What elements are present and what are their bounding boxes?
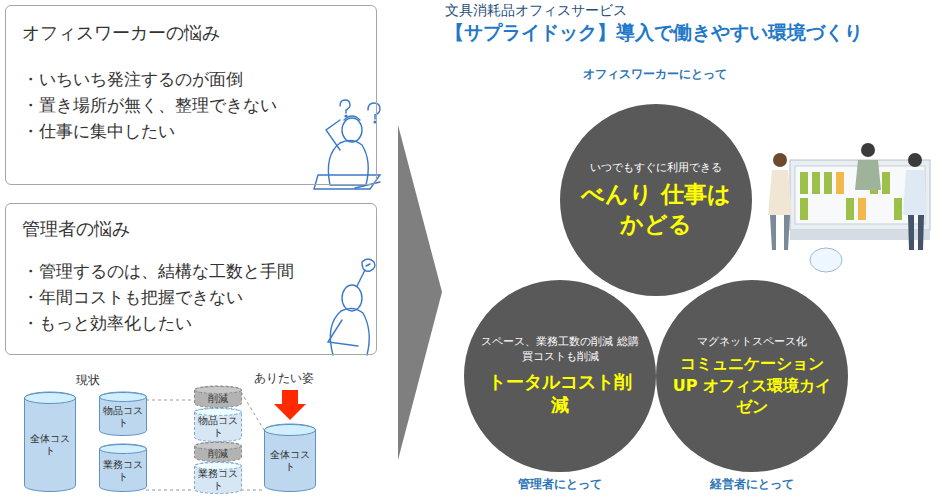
text-holder: 削減 bbox=[196, 393, 240, 405]
manager-figure bbox=[328, 259, 375, 355]
text-holder: いつでもすぐに利用できるべんり 仕事はかどる bbox=[581, 161, 731, 240]
text-holder: 削減 bbox=[196, 448, 240, 460]
cylinder-top bbox=[265, 425, 316, 436]
cost-cylinder: 物品コスト bbox=[99, 392, 147, 436]
flow-chevron bbox=[398, 125, 442, 460]
cylinder-body bbox=[195, 408, 242, 441]
cylinder-top bbox=[100, 445, 147, 454]
cylinder-label: 物品コスト bbox=[196, 415, 240, 439]
text-holder: 全体コスト bbox=[266, 449, 314, 473]
benefit-circle: スペース、業務工数の削減 総購買コストも削減トータルコスト削減 bbox=[464, 280, 656, 472]
cylinder-label: 物品コスト bbox=[101, 405, 145, 429]
diagram-title: 【サプライドック】導入で働きやすい環境づくり bbox=[445, 20, 863, 46]
state-label: 現状 bbox=[76, 372, 100, 389]
benefit-circle: マグネットスペース化コミュニケーションUP オフィス環境カイゼン bbox=[656, 280, 848, 472]
text-holder: マグネットスペース化コミュニケーションUP オフィス環境カイゼン bbox=[668, 335, 836, 418]
concern-box: 管理者の悩み・管理するのは、結構な工数と手間・年間コストも把握できない・もっと効… bbox=[5, 203, 377, 355]
cylinder-top bbox=[195, 409, 242, 416]
audience-label: 管理者にとって bbox=[518, 476, 602, 493]
cylinder-top bbox=[100, 393, 147, 402]
cost-cylinder: 全体コスト bbox=[264, 424, 316, 492]
cost-cylinder: 業務コスト bbox=[99, 444, 147, 492]
cylinder-top bbox=[195, 387, 242, 394]
cost-cylinder: 全体コスト bbox=[24, 392, 76, 492]
office-illustration bbox=[768, 143, 930, 272]
audience-label: 経営者にとって bbox=[710, 476, 794, 493]
cylinder-label: 全体コスト bbox=[26, 433, 74, 457]
cylinder-label: 全体コスト bbox=[266, 449, 314, 473]
worker-figure bbox=[314, 100, 380, 189]
circle-subtext: いつでもすぐに利用できる bbox=[581, 161, 731, 174]
cylinder-body bbox=[25, 392, 76, 492]
cylinder-label: 削減 bbox=[196, 393, 240, 405]
cost-cylinder: 業務コスト bbox=[194, 462, 242, 494]
text-holder: 物品コスト bbox=[196, 415, 240, 439]
text-holder: 業務コスト bbox=[196, 468, 240, 492]
bullet-item: ・置き場所が無く、整理できない bbox=[22, 92, 360, 118]
cylinder-body bbox=[100, 392, 147, 435]
circle-outline bbox=[560, 104, 752, 296]
target-arrow bbox=[274, 390, 306, 420]
cost-cylinder: 物品コスト bbox=[194, 408, 242, 442]
bullet-item: ・もっと効率化したい bbox=[22, 310, 360, 336]
text-holder: 物品コスト bbox=[101, 405, 145, 429]
benefit-circle: いつでもすぐに利用できるべんり 仕事はかどる bbox=[560, 104, 752, 296]
bullet-item: ・いちいち発注するのが面倒 bbox=[22, 66, 360, 92]
audience-label: オフィスワーカーにとって bbox=[583, 66, 727, 83]
text-holder: スペース、業務工数の削減 総購買コストも削減トータルコスト削減 bbox=[480, 335, 640, 416]
cylinder-top bbox=[25, 393, 76, 404]
bullet-item: ・管理するのは、結構な工数と手間 bbox=[22, 258, 360, 284]
circle-outline bbox=[464, 280, 656, 472]
circle-subtext: マグネットスペース化 bbox=[668, 335, 836, 348]
cylinder-label: 業務コスト bbox=[101, 459, 145, 483]
cylinder-body bbox=[195, 386, 242, 407]
service-label: 文具消耗品オフィスサービス bbox=[445, 2, 627, 20]
circle-headline: トータルコスト削減 bbox=[480, 370, 640, 417]
cost-cylinder: 削減 bbox=[194, 386, 242, 408]
cylinder-label: 業務コスト bbox=[196, 468, 240, 492]
cost-cylinder: 削減 bbox=[194, 442, 242, 462]
circle-outline bbox=[656, 280, 848, 472]
box-heading: 管理者の悩み bbox=[22, 218, 360, 240]
bullet-item: ・仕事に集中したい bbox=[22, 118, 360, 144]
circle-headline: べんり 仕事はかどる bbox=[581, 180, 731, 240]
cylinder-body bbox=[265, 424, 316, 492]
bullet-item: ・年間コストも把握できない bbox=[22, 284, 360, 310]
cylinder-body bbox=[100, 444, 147, 491]
circle-subtext: スペース、業務工数の削減 総購買コストも削減 bbox=[480, 335, 640, 365]
box-heading: オフィスワーカーの悩み bbox=[22, 22, 360, 44]
cylinder-label: 削減 bbox=[196, 448, 240, 460]
circle-headline: コミュニケーションUP オフィス環境カイゼン bbox=[668, 353, 836, 418]
text-holder: 全体コスト bbox=[26, 433, 74, 457]
text-holder: 業務コスト bbox=[101, 459, 145, 483]
state-label: ありたい姿 bbox=[254, 370, 314, 387]
cylinder-body bbox=[195, 462, 242, 493]
concern-box: オフィスワーカーの悩み・いちいち発注するのが面倒・置き場所が無く、整理できない・… bbox=[5, 5, 377, 185]
cylinder-body bbox=[195, 442, 242, 461]
